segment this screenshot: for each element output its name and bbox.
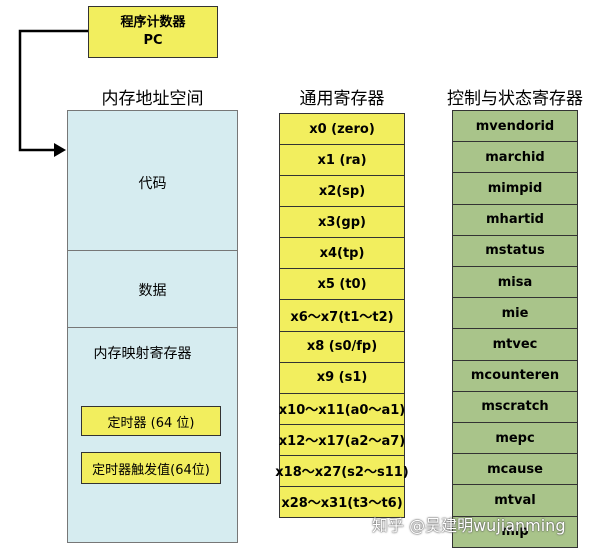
program-counter-box: 程序计数器 PC bbox=[88, 6, 218, 58]
csr-register: mhartid bbox=[452, 203, 578, 236]
csr-title: 控制与状态寄存器 bbox=[447, 89, 583, 109]
csr-register: mcause bbox=[452, 453, 578, 486]
csr-register: marchid bbox=[452, 141, 578, 174]
memory-data-region: 数据 bbox=[138, 283, 167, 299]
watermark: 知乎 @吴建明wujianming bbox=[372, 516, 566, 535]
csr-register: mip bbox=[452, 515, 578, 548]
gpr-register: x10～x11(a0～a1) bbox=[279, 392, 405, 425]
csr-register: mtvec bbox=[452, 328, 578, 361]
pc-label-chinese: 程序计数器 bbox=[120, 15, 186, 30]
gpr-register: x28～x31(t3～t6) bbox=[279, 485, 405, 518]
gpr-register: x0 (zero) bbox=[279, 113, 405, 146]
gpr-register: x4(tp) bbox=[279, 237, 405, 270]
gpr-register: x12～x17(a2～a7) bbox=[279, 423, 405, 456]
memory-space-title: 内存地址空间 bbox=[101, 89, 204, 109]
gpr-register: x18～x27(s2～s11) bbox=[275, 454, 409, 487]
csr-register: mvendorid bbox=[452, 110, 578, 143]
csr-register: mcounteren bbox=[452, 359, 578, 392]
gpr-register: x1 (ra) bbox=[279, 144, 405, 177]
csr-register: mimpid bbox=[452, 172, 578, 205]
gpr-register: x9 (s1) bbox=[279, 361, 405, 394]
memory-divider bbox=[68, 327, 237, 328]
pc-label: PC bbox=[143, 33, 163, 48]
memory-code-region: 代码 bbox=[138, 176, 167, 192]
gpr-register: x6～x7(t1～t2) bbox=[279, 299, 405, 332]
memory-divider bbox=[68, 250, 237, 251]
general-purpose-registers: x0 (zero)x1 (ra)x2(sp)x3(gp)x4(tp)x5 (t0… bbox=[275, 113, 409, 518]
timer-compare-register-box: 定时器触发值(64位) bbox=[81, 452, 221, 484]
csr-register: mscratch bbox=[452, 390, 578, 423]
csr-register: mstatus bbox=[452, 234, 578, 267]
csr-register: mtval bbox=[452, 484, 578, 517]
csr-register: misa bbox=[452, 266, 578, 299]
gpr-register: x8 (s0/fp) bbox=[279, 330, 405, 363]
memory-address-space: 代码 数据 内存映射寄存器 定时器 (64 位) 定时器触发值(64位) bbox=[67, 110, 238, 543]
gpr-register: x2(sp) bbox=[279, 175, 405, 208]
csr-register: mepc bbox=[452, 422, 578, 455]
csr-register: mie bbox=[452, 297, 578, 330]
timer-register-box: 定时器 (64 位) bbox=[81, 406, 221, 436]
memory-mmio-region: 内存映射寄存器 bbox=[93, 346, 192, 362]
gpr-title: 通用寄存器 bbox=[299, 89, 385, 109]
gpr-register: x3(gp) bbox=[279, 206, 405, 239]
gpr-register: x5 (t0) bbox=[279, 268, 405, 301]
